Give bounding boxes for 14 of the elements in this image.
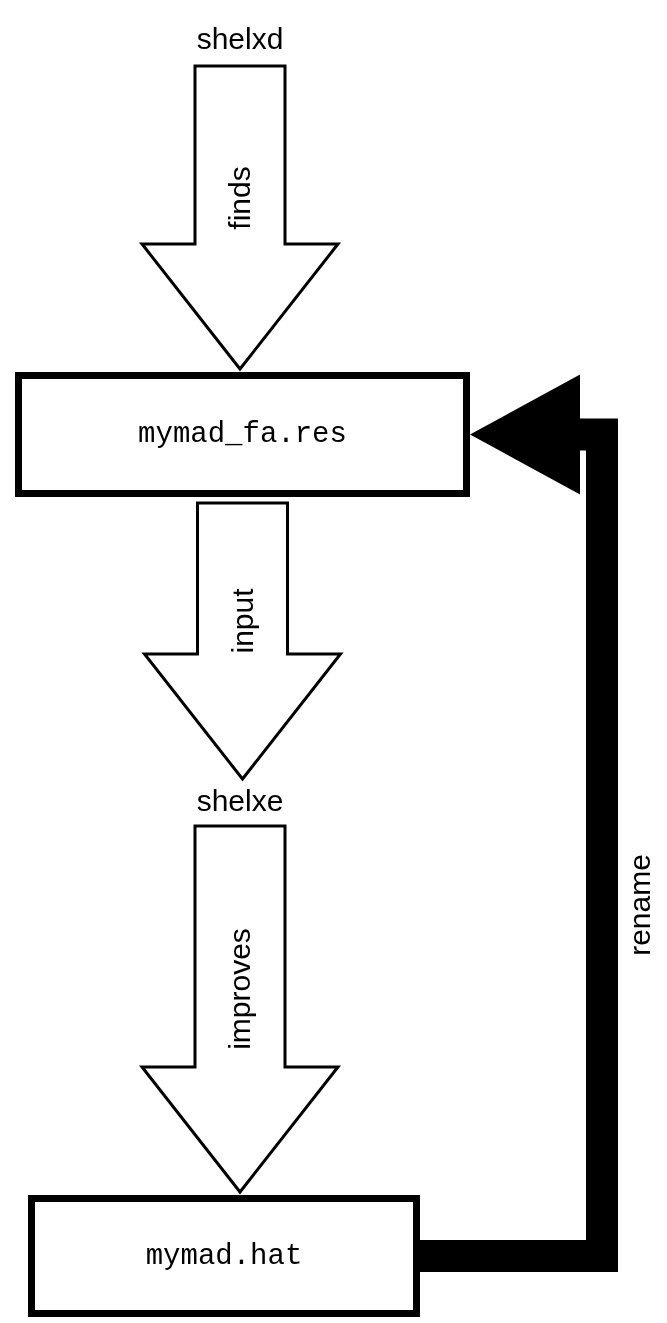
file-box — [15, 372, 470, 497]
block-arrow — [141, 501, 344, 782]
program-name: shelxd — [196, 22, 284, 56]
file-box — [28, 1195, 420, 1317]
block-arrow — [138, 824, 342, 1195]
edge-label: input — [227, 587, 258, 656]
file-name: mymad_fa.res — [138, 418, 347, 451]
edge-label: finds — [225, 164, 255, 232]
thick-arrow — [420, 374, 618, 1272]
program-name: shelxe — [196, 784, 284, 818]
block-arrow — [138, 64, 342, 372]
file-name: mymad.hat — [145, 1239, 303, 1273]
edge-label: rename — [625, 853, 655, 959]
edge-label: improves — [225, 927, 255, 1052]
